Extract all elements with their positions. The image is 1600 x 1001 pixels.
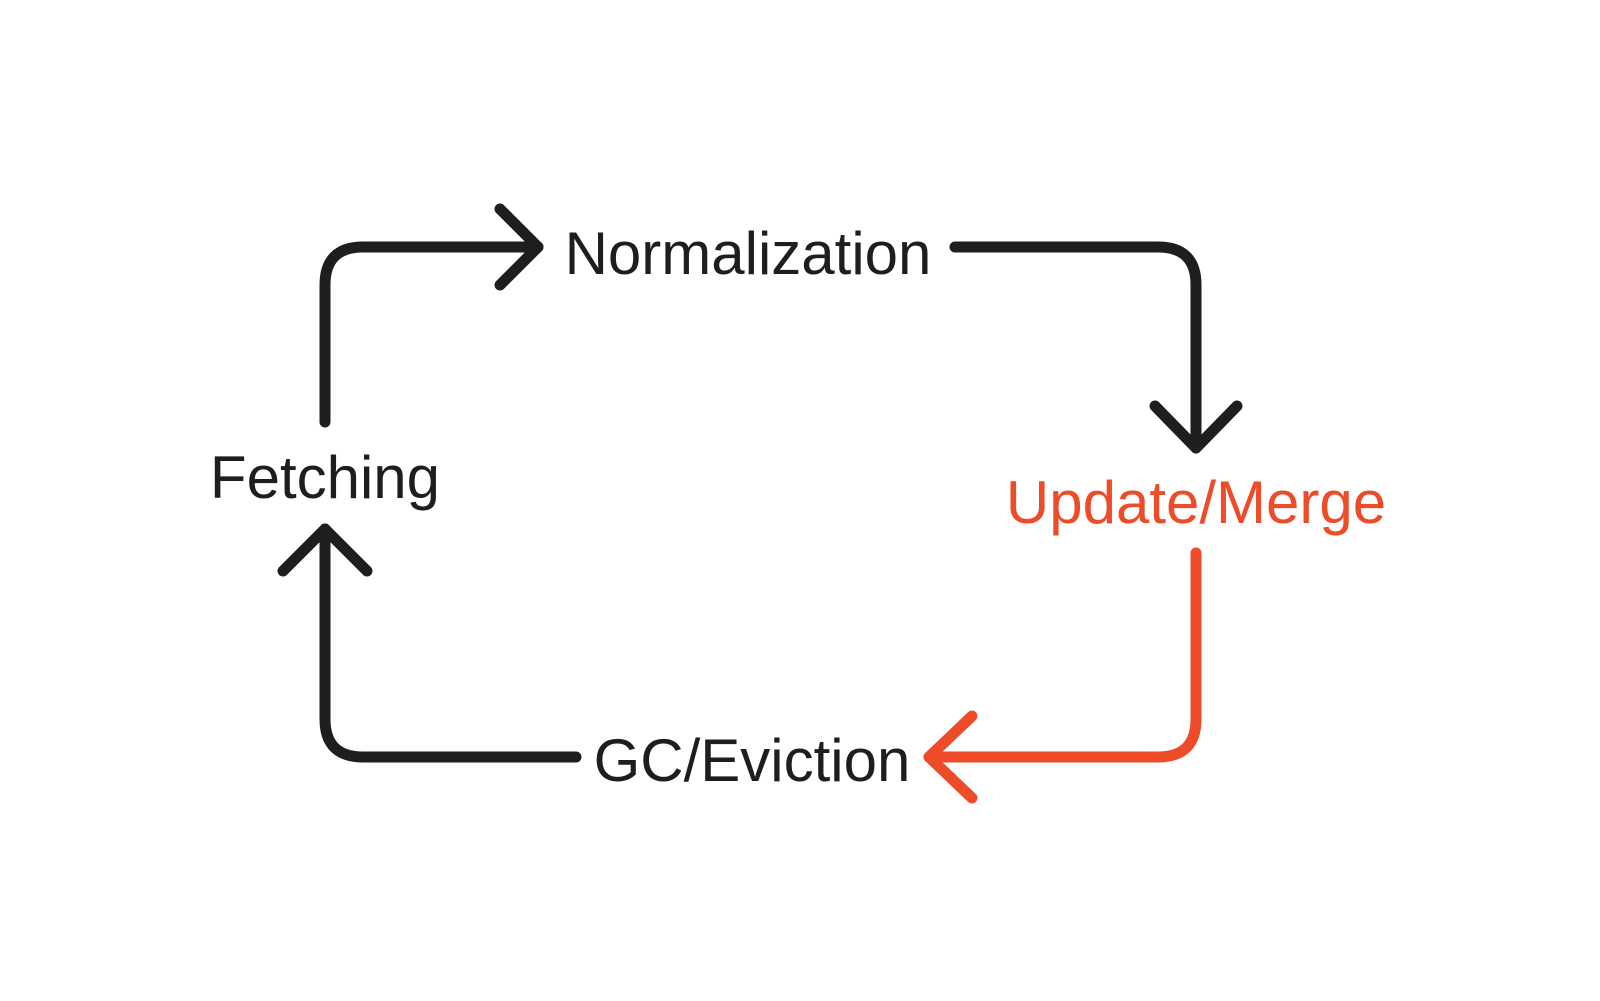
edge-gc-eviction-to-fetching bbox=[277, 523, 582, 763]
edge-line-gc-eviction-to-fetching bbox=[319, 523, 582, 763]
node-gc-eviction: GC/Eviction bbox=[594, 727, 911, 794]
edge-line-normalization-to-update-merge bbox=[949, 241, 1202, 454]
edge-fetching-to-normalization bbox=[319, 203, 544, 428]
node-fetching: Fetching bbox=[210, 444, 440, 511]
edge-normalization-to-update-merge bbox=[949, 241, 1243, 454]
arrowhead-right-icon bbox=[494, 203, 544, 291]
edge-line-fetching-to-normalization bbox=[319, 241, 544, 428]
edge-line-update-merge-to-gc-eviction bbox=[923, 547, 1202, 763]
arrowhead-left-icon bbox=[923, 710, 978, 804]
edge-update-merge-to-gc-eviction bbox=[923, 547, 1202, 804]
node-update-merge: Update/Merge bbox=[1006, 469, 1386, 536]
node-normalization: Normalization bbox=[565, 220, 932, 287]
arrowhead-down-icon bbox=[1149, 400, 1243, 454]
arrowhead-up-icon bbox=[277, 523, 373, 577]
